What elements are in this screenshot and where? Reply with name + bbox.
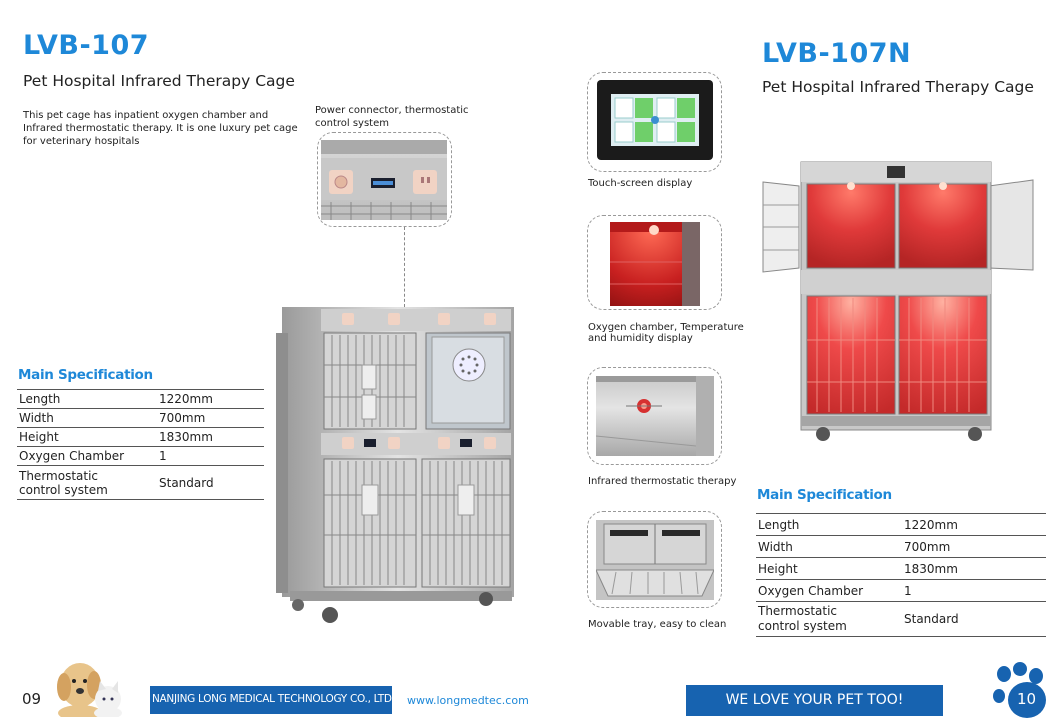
spec-label: Height — [17, 427, 157, 447]
left-description: This pet cage has inpatient oxygen chamb… — [23, 110, 298, 147]
spec-value: 700mm — [902, 535, 1046, 558]
oxygen-chamber-photo — [610, 222, 700, 306]
feature-caption-tray: Movable tray, easy to clean — [588, 619, 727, 630]
left-model-title: LVB-107 — [23, 30, 150, 61]
feature-caption-infrared: Infrared thermostatic therapy — [588, 476, 737, 487]
website-link[interactable]: www.longmedtec.com — [407, 694, 529, 707]
spec-label: Thermostatic control system — [756, 601, 902, 637]
dog-cat-image — [52, 655, 124, 721]
slogan-bar: WE LOVE YOUR PET TOO! — [686, 685, 943, 716]
callout-connector-line — [404, 227, 405, 307]
spec-value: 1 — [902, 579, 1046, 602]
spec-label: Length — [756, 513, 902, 536]
right-page-number: 10 — [1017, 690, 1037, 708]
spec-value: Standard — [157, 465, 264, 500]
feature-caption-touchscreen: Touch-screen display — [588, 178, 693, 189]
spec-label: Oxygen Chamber — [756, 579, 902, 602]
infrared-frame — [587, 367, 722, 465]
lvb-107-cage-photo — [276, 305, 516, 627]
left-subtitle: Pet Hospital Infrared Therapy Cage — [23, 72, 295, 90]
spec-label: Oxygen Chamber — [17, 446, 157, 466]
touchscreen-frame — [587, 72, 722, 172]
right-model-title: LVB-107N — [762, 38, 912, 69]
spec-label: Height — [756, 557, 902, 580]
spec-value: Standard — [902, 601, 1046, 637]
control-panel-photo — [321, 140, 447, 220]
slogan-text: WE LOVE YOUR PET TOO! — [725, 692, 904, 708]
spec-value: 1 — [157, 446, 264, 466]
feature-caption-oxygen: Oxygen chamber, Temperature and humidity… — [588, 322, 744, 344]
spec-value: 1830mm — [157, 427, 264, 447]
company-bar: NANJING LONG MEDICAL TECHNOLOGY CO., LTD… — [150, 686, 395, 714]
spec-label: Width — [756, 535, 902, 558]
lvb-107n-cage-photo — [757, 160, 1037, 445]
control-panel-detail-frame — [317, 132, 452, 227]
oxygen-chamber-frame — [587, 215, 722, 310]
infrared-lamp-photo — [596, 376, 714, 456]
right-subtitle: Pet Hospital Infrared Therapy Cage — [762, 78, 1034, 96]
spec-value: 1220mm — [902, 513, 1046, 536]
right-spec-title: Main Specification — [757, 487, 892, 503]
power-connector-callout: Power connector, thermostatic control sy… — [315, 105, 469, 129]
spec-value: 1220mm — [157, 389, 264, 409]
left-spec-title: Main Specification — [18, 367, 153, 383]
tray-frame — [587, 511, 722, 608]
spec-value: 700mm — [157, 408, 264, 428]
touchscreen-photo — [597, 80, 713, 160]
movable-tray-photo — [596, 520, 714, 600]
paw-print-icon — [990, 662, 1048, 722]
left-page-number: 09 — [22, 690, 42, 708]
company-name: NANJING LONG MEDICAL TECHNOLOGY CO., LTD… — [152, 693, 395, 705]
spec-label: Width — [17, 408, 157, 428]
spec-value: 1830mm — [902, 557, 1046, 580]
spec-label: Length — [17, 389, 157, 409]
spec-label: Thermostatic control system — [17, 465, 157, 500]
